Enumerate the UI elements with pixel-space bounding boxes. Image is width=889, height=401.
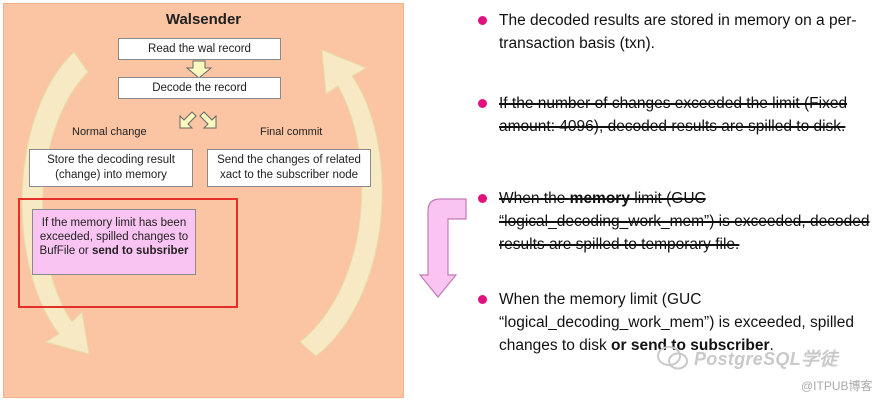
diagram-title: Walsender	[165, 11, 242, 28]
split-left-arrow	[179, 111, 197, 129]
wechat-logo-icon	[657, 346, 688, 370]
bullet-2-text: If the number of changes exceeded the li…	[499, 95, 848, 135]
send-changes-box: Send the changes of related xact to the …	[207, 149, 371, 187]
spill-condition-bold: send to subsriber	[91, 245, 189, 257]
bullet-2: If the number of changes exceeded the li…	[478, 92, 858, 138]
decode-record-box: Decode the record	[118, 77, 281, 99]
normal-change-label: Normal change	[72, 126, 147, 138]
bullet-1-text: The decoded results are stored in memory…	[499, 12, 857, 52]
left-cycle-arrow	[21, 51, 90, 355]
watermark-text: PostgreSQL学徒	[694, 349, 838, 369]
bullet-4: When the memory limit (GUC “logical_deco…	[478, 288, 878, 357]
down-arrow	[185, 60, 213, 79]
right-cycle-arrow	[299, 49, 383, 357]
highlight-frame	[18, 198, 238, 308]
watermark-source: @ITPUB博客	[801, 379, 873, 393]
read-wal-box: Read the wal record	[118, 38, 281, 60]
pink-connector-arrow	[418, 198, 467, 298]
final-commit-label: Final commit	[260, 126, 323, 138]
bullet-3: When the memory limit (GUC “logical_deco…	[478, 187, 873, 256]
cycle-arrows	[21, 49, 383, 357]
bullet-dot	[478, 16, 487, 25]
spill-condition-text: If the memory limit has been exceeded, s…	[39, 217, 189, 257]
bullet-1: The decoded results are stored in memory…	[478, 9, 878, 55]
walsender-panel: Walsender Read the wal record Decode the…	[3, 3, 404, 398]
split-right-arrow	[199, 111, 217, 129]
bullet-dot	[478, 99, 487, 108]
bullet-4-text: When the memory limit (GUC “logical_deco…	[499, 291, 854, 354]
bullet-dot	[478, 295, 487, 304]
store-result-box: Store the decoding result (change) into …	[29, 149, 193, 187]
spill-condition-box: If the memory limit has been exceeded, s…	[32, 209, 196, 275]
bullet-dot	[478, 194, 487, 203]
bullet-3-text: When the memory limit (GUC “logical_deco…	[499, 190, 870, 253]
